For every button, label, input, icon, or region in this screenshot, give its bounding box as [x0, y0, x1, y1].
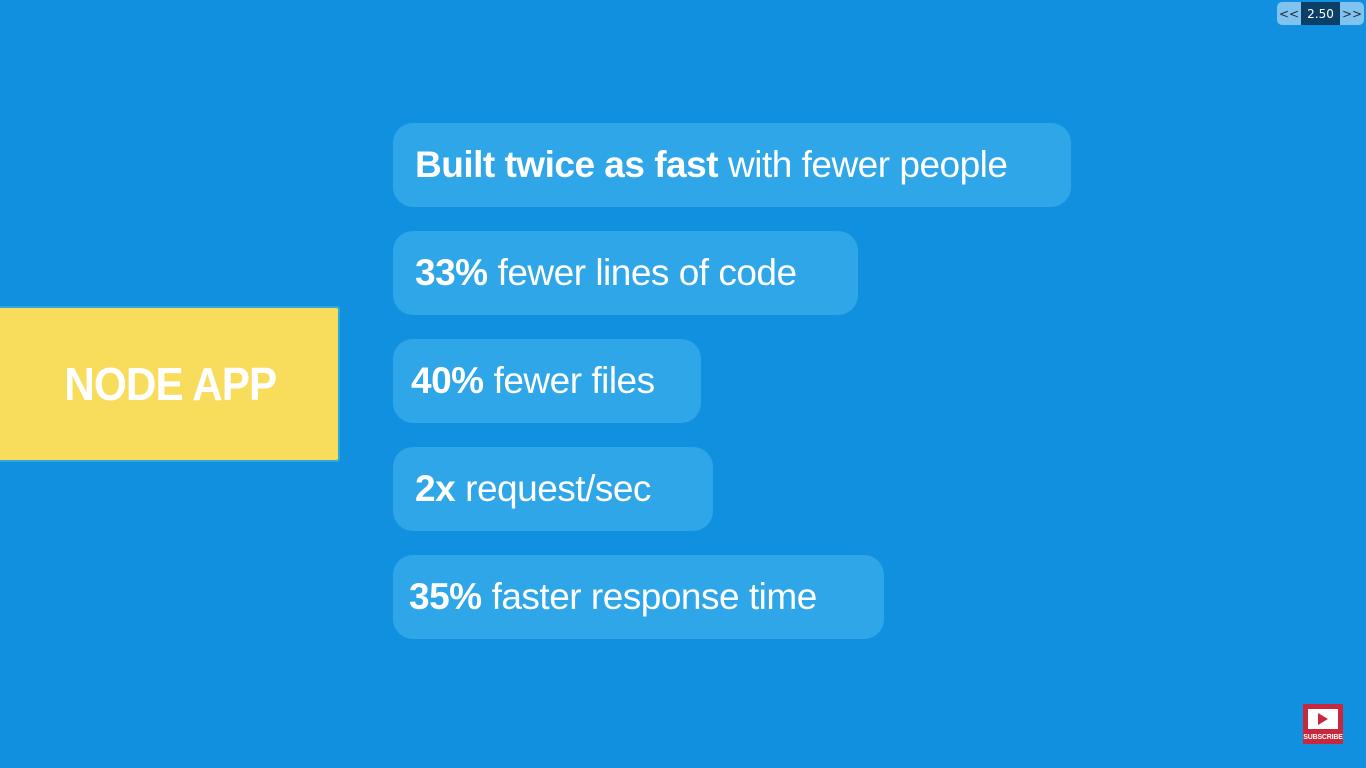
node-app-label: NODE APP	[63, 358, 277, 410]
node-app-card: NODE APP	[0, 306, 340, 462]
stat-highlight: Built twice as fast	[415, 144, 719, 185]
stat-pill-response-time: 35% faster response time	[393, 555, 884, 639]
speed-decrease-button[interactable]: <<	[1278, 6, 1300, 21]
stat-pill-requests: 2x request/sec	[393, 447, 713, 531]
stat-pill-built-twice-as-fast: Built twice as fast with fewer people	[393, 123, 1071, 207]
stat-text: request/sec	[465, 468, 651, 509]
speed-value: 2.50	[1301, 2, 1340, 25]
subscribe-label: SUBSCRIBE	[1303, 734, 1343, 741]
speed-increase-button[interactable]: >>	[1341, 6, 1363, 21]
stat-highlight: 40%	[411, 360, 484, 401]
subscribe-button[interactable]: SUBSCRIBE	[1303, 704, 1343, 744]
stat-highlight: 35%	[409, 576, 482, 617]
stat-text: fewer files	[493, 360, 656, 401]
stat-text: with fewer people	[728, 144, 1008, 185]
stat-highlight: 2x	[415, 468, 456, 509]
play-icon	[1306, 707, 1340, 731]
playback-speed-control: << 2.50 >>	[1277, 2, 1364, 25]
stat-pill-fewer-files: 40% fewer files	[393, 339, 701, 423]
stat-pill-fewer-lines: 33% fewer lines of code	[393, 231, 858, 315]
stat-text: fewer lines of code	[497, 252, 798, 293]
stat-highlight: 33%	[415, 252, 488, 293]
stat-text: faster response time	[491, 576, 818, 617]
